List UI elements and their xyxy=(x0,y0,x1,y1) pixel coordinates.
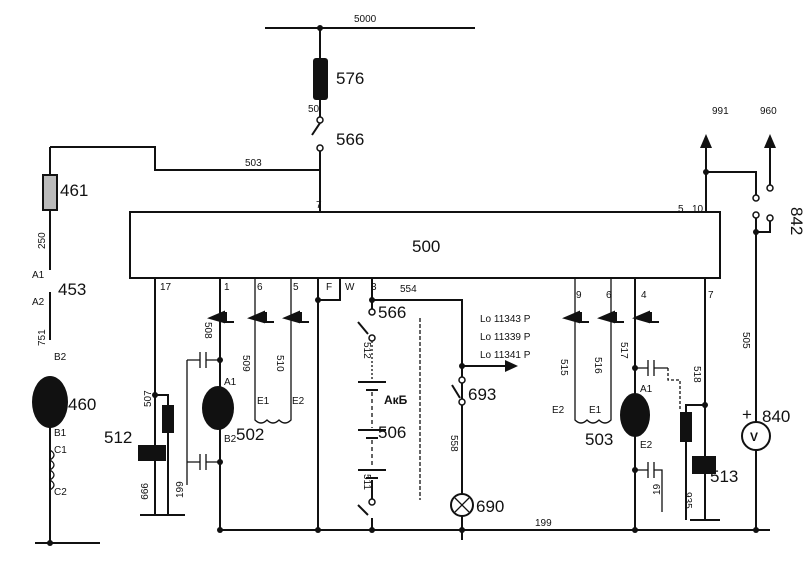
label-515: 515 xyxy=(558,359,569,376)
fuse-461 xyxy=(42,174,58,211)
label-a1-503: A1 xyxy=(640,384,653,395)
label-554: 554 xyxy=(400,284,417,295)
label-b2-502: B2 xyxy=(224,434,237,445)
relay-512 xyxy=(138,445,166,461)
label-507: 507 xyxy=(143,390,154,407)
label-566-b: 566 xyxy=(378,303,406,322)
fuse-576 xyxy=(313,58,328,100)
label-502: 502 xyxy=(236,425,264,444)
label-505: 505 xyxy=(740,332,751,349)
label-518: 518 xyxy=(691,366,702,383)
pin-top-10: 10 xyxy=(692,204,704,215)
label-512: 512 xyxy=(104,428,132,447)
contacts-left xyxy=(207,310,309,324)
label-508: 508 xyxy=(202,322,213,339)
label-e2-b: E2 xyxy=(552,405,565,416)
label-516: 516 xyxy=(592,357,603,374)
label-558: 558 xyxy=(448,435,459,452)
pin-f: F xyxy=(326,282,332,293)
pin-top-5: 5 xyxy=(678,204,684,215)
coil-left xyxy=(48,449,55,491)
label-b1: B1 xyxy=(54,428,67,439)
label-461: 461 xyxy=(60,181,88,200)
label-250: 250 xyxy=(37,232,48,249)
arrow-up-991-icon xyxy=(700,134,712,148)
label-506: 506 xyxy=(378,423,406,442)
label-935: 935 xyxy=(682,492,693,509)
arrow-up-960-icon xyxy=(764,134,776,148)
label-509: 509 xyxy=(240,355,251,372)
label-c2: C2 xyxy=(54,487,67,498)
label-lo-11339: Lo 11339 P xyxy=(480,332,531,343)
label-999: 999 xyxy=(138,483,149,500)
pin-w: W xyxy=(345,282,355,293)
label-lo-11341: Lo 11341 P xyxy=(480,350,531,361)
label-a1-502: A1 xyxy=(224,377,237,388)
label-e1-a: E1 xyxy=(257,396,270,407)
label-453: 453 xyxy=(58,280,86,299)
label-576: 576 xyxy=(336,69,364,88)
label-517: 517 xyxy=(618,342,629,359)
pin-right-7: 7 xyxy=(708,290,714,301)
label-512-wire: 512 xyxy=(361,342,372,359)
label-566-top: 566 xyxy=(336,130,364,149)
label-19: 19 xyxy=(652,483,663,495)
label-199-left: 199 xyxy=(175,481,186,498)
label-840: 840 xyxy=(762,407,790,426)
label-e1-b: E1 xyxy=(589,405,602,416)
label-503-wire: 503 xyxy=(245,158,262,169)
label-460: 460 xyxy=(68,395,96,414)
label-511: 511 xyxy=(361,474,372,490)
pin-17: 17 xyxy=(160,282,172,293)
pin-1: 1 xyxy=(224,282,230,293)
label-513: 513 xyxy=(710,467,738,486)
relay-512-coil xyxy=(162,405,174,433)
motor-502 xyxy=(202,386,234,430)
pin-4: 4 xyxy=(641,290,647,301)
motor-503 xyxy=(620,393,650,437)
label-751: 751 xyxy=(37,329,48,346)
label-960: 960 xyxy=(760,106,777,117)
label-c1: C1 xyxy=(54,445,67,456)
relay-513 xyxy=(692,456,716,474)
voltmeter-symbol: V xyxy=(750,430,758,444)
pin-3: 3 xyxy=(371,282,377,293)
battery-506 xyxy=(358,381,386,479)
label-e2-a: E2 xyxy=(292,396,305,407)
label-lo-11343: Lo 11343 P xyxy=(480,314,531,325)
label-500: 500 xyxy=(412,237,440,256)
pin-9: 9 xyxy=(576,290,582,301)
label-199-bottom: 199 xyxy=(535,518,552,529)
label-e2-503: E2 xyxy=(640,440,653,451)
pin-top-7: 7 xyxy=(316,200,322,211)
block-500 xyxy=(129,211,721,279)
label-b2-left: B2 xyxy=(54,352,67,363)
label-842: 842 xyxy=(787,207,806,235)
label-plus: + xyxy=(742,405,752,424)
label-50: 50' xyxy=(308,104,321,115)
label-5000: 5000 xyxy=(354,14,377,25)
label-510: 510 xyxy=(274,355,285,372)
relay-513-coil xyxy=(680,412,692,442)
pin-5: 5 xyxy=(293,282,299,293)
pin-6a: 6 xyxy=(257,282,263,293)
label-690: 690 xyxy=(476,497,504,516)
label-a1-left: A1 xyxy=(32,270,45,281)
label-a2-left: A2 xyxy=(32,297,45,308)
motor-460 xyxy=(32,376,68,428)
pin-6b: 6 xyxy=(606,290,612,301)
label-693: 693 xyxy=(468,385,496,404)
label-991: 991 xyxy=(712,106,729,117)
arrow-out-icon xyxy=(505,360,518,372)
label-503: 503 xyxy=(585,430,613,449)
voltmeter-840 xyxy=(741,421,771,451)
contacts-right xyxy=(562,310,659,324)
label-akb: АкБ xyxy=(384,393,408,407)
